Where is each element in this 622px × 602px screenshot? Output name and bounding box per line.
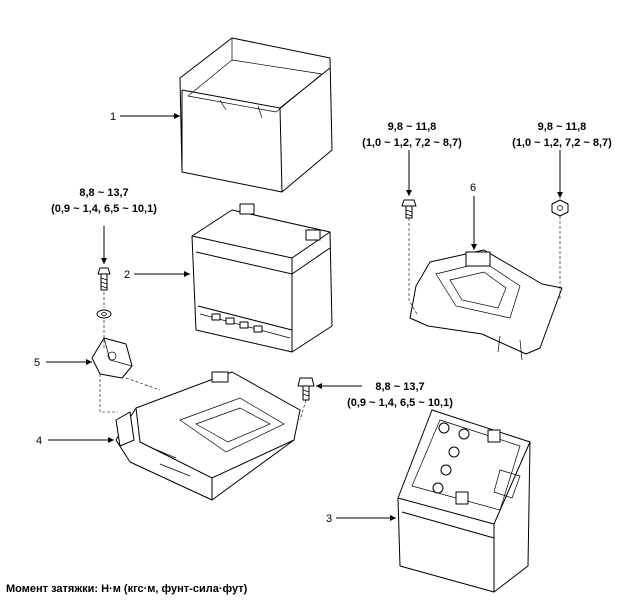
battery-large: [397, 409, 531, 593]
battery-small: [191, 203, 333, 353]
torque-spec-bracket-nut: 9,8 ~ 11,8 (1,0 ~ 1,2, 7,2 ~ 8,7): [512, 121, 612, 149]
torque-spec-left: 8,8 ~ 13,7 (0,9 ~ 1,4, 6,5 ~ 10,1): [51, 187, 157, 215]
battery-cover: [179, 37, 333, 193]
torque-value: 9,8 ~ 11,8: [388, 121, 437, 133]
torque-spec-bracket-bolt: 9,8 ~ 11,8 (1,0 ~ 1,2, 7,2 ~ 8,7): [362, 121, 462, 149]
callout-2: 2: [124, 269, 130, 281]
torque-value: 9,8 ~ 11,8: [538, 121, 587, 133]
leader-lines: [46, 113, 563, 521]
torque-alt: (0,9 ~ 1,4, 6,5 ~ 10,1): [51, 203, 157, 215]
callout-6: 6: [470, 182, 476, 194]
callout-1: 1: [110, 111, 116, 123]
torque-alt: (0,9 ~ 1,4, 6,5 ~ 10,1): [347, 397, 453, 409]
battery-tray: [115, 371, 301, 501]
torque-alt: (1,0 ~ 1,2, 7,2 ~ 8,7): [512, 137, 612, 149]
torque-value: 8,8 ~ 13,7: [375, 381, 424, 393]
torque-alt: (1,0 ~ 1,2, 7,2 ~ 8,7): [362, 137, 462, 149]
tray-bracket: [91, 337, 133, 379]
torque-units-note: Момент затяжки: Н·м (кгс·м, фунт-сила·фу…: [6, 583, 248, 595]
battery-bracket: [409, 249, 563, 361]
bolt-tray: [297, 377, 315, 401]
alignment-lines: [99, 216, 561, 421]
torque-value: 8,8 ~ 13,7: [79, 187, 128, 199]
callout-5: 5: [34, 357, 40, 369]
callout-4: 4: [36, 435, 42, 447]
bolt-bracket: [401, 199, 417, 219]
callout-3: 3: [326, 513, 332, 525]
bolt-left: [97, 267, 111, 291]
washer-left: [96, 309, 112, 319]
nut-bracket: [551, 199, 569, 217]
torque-spec-tray: 8,8 ~ 13,7 (0,9 ~ 1,4, 6,5 ~ 10,1): [347, 381, 453, 409]
